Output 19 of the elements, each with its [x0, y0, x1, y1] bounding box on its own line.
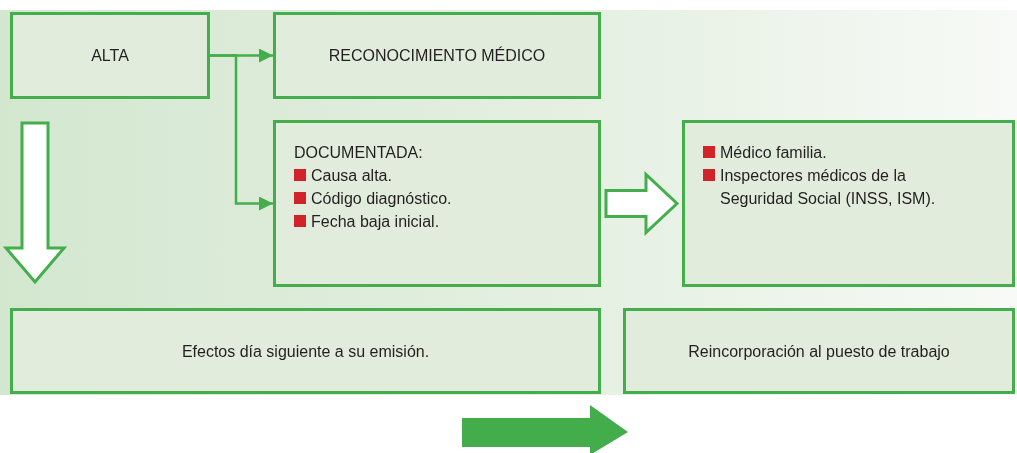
process-box	[682, 120, 1015, 287]
process-box	[10, 308, 601, 394]
list-item: Código diagnóstico.	[311, 189, 452, 209]
box-text: Reincorporación al puesto de trabajo	[688, 341, 950, 362]
box-text: RECONOCIMIENTO MÉDICO	[328, 45, 546, 66]
process-box	[273, 120, 601, 287]
process-box	[273, 12, 601, 99]
process-box	[623, 308, 1015, 394]
list-item: Inspectores médicos de la Seguridad Social (INSS, ISM).	[720, 166, 937, 209]
box-text: Efectos día siguiente a su emisión.	[181, 341, 430, 362]
block-arrow	[2, 121, 68, 285]
arrow	[210, 54, 273, 211]
list-item: Fecha baja inicial.	[311, 212, 440, 232]
list-item: Causa alta.	[311, 166, 392, 186]
box-text: ALTA	[91, 46, 129, 66]
block-arrow	[604, 171, 680, 236]
box-heading: DOCUMENTADA:	[294, 143, 424, 163]
list-item: Médico familia.	[720, 143, 827, 163]
process-box	[10, 12, 210, 99]
